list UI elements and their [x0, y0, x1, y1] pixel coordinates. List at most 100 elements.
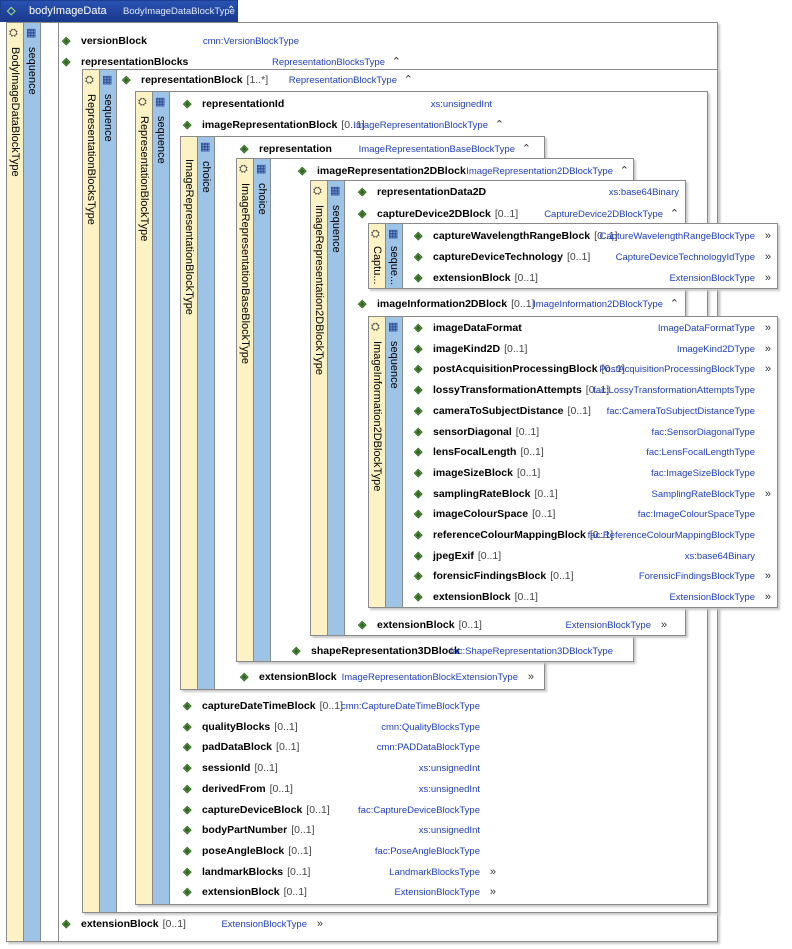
row-qualityBlocks[interactable]: ◈qualityBlocks[0..1]cmn:QualityBlocksTyp… [180, 717, 502, 738]
row-irb-extensionBlock[interactable]: ◈ extensionBlock ImageRepresentationBloc… [237, 667, 540, 688]
element-diamond-icon: ◈ [414, 384, 423, 397]
row-sessionId[interactable]: ◈sessionId[0..1]xs:unsignedInt [180, 758, 502, 779]
cd2d-type-column: ⛭ Captu... [369, 224, 386, 288]
expand-icon[interactable]: » [316, 918, 323, 930]
element-type: fac:CameraToSubjectDistanceType [606, 405, 755, 417]
element-type: fac:CaptureDeviceBlockType [358, 804, 480, 816]
row-captureDateTimeBlock[interactable]: ◈captureDateTimeBlock[0..1]cmn:CaptureDa… [180, 696, 502, 717]
element-label: forensicFindingsBlock [433, 570, 547, 583]
element-diamond-icon: ◈ [414, 508, 423, 521]
expand-icon[interactable]: » [764, 251, 771, 263]
element-type: ImageKind2DType [676, 343, 755, 355]
expand-icon[interactable]: » [764, 230, 771, 242]
row-extensionBlock[interactable]: ◈extensionBlock[0..1]ExtensionBlockType» [180, 882, 502, 903]
root-type: BodyImageDataBlockType [123, 6, 235, 17]
element-name: sensorDiagonal[0..1] [433, 422, 539, 443]
ii2d-typecol-label: ImageInformation2DBlockType [371, 341, 383, 492]
element-type: PostAcquisitionProcessingBlockType [599, 364, 755, 376]
element-card: [0..1] [319, 700, 343, 712]
expand-icon[interactable]: » [764, 322, 771, 334]
root-title-bar[interactable]: ◇ bodyImageData BodyImageDataBlockType ⌃ [0, 0, 238, 22]
element-type: fac:ImageColourSpaceType [637, 509, 755, 521]
collapse-icon[interactable]: ⌃ [619, 165, 629, 177]
row-landmarkBlocks[interactable]: ◈landmarkBlocks[0..1]LandmarkBlocksType» [180, 862, 502, 883]
element-name: referenceColourMappingBlock[0..1] [433, 525, 613, 546]
row-lossyTransformationAttempts[interactable]: ◈lossyTransformationAttempts[0..1]fac:Lo… [411, 380, 777, 401]
row-lensFocalLength[interactable]: ◈lensFocalLength[0..1]fac:LensFocalLengt… [411, 442, 777, 463]
expand-icon[interactable]: » [489, 886, 496, 899]
row-samplingRateBlock[interactable]: ◈samplingRateBlock[0..1]SamplingRateBloc… [411, 484, 777, 505]
row-extensionBlock[interactable]: ◈extensionBlock[0..1]ExtensionBlockType» [411, 587, 777, 608]
ir2d-extension-label: extensionBlock [377, 619, 455, 631]
expand-icon[interactable]: » [764, 487, 771, 500]
root-type-column: ⛭ BodyImageDataBlockType [7, 23, 24, 941]
row-captureDeviceTechnology[interactable]: ◈captureDeviceTechnology[0..1]CaptureDev… [411, 247, 777, 268]
row-captureWavelengthRangeBlock[interactable]: ◈captureWavelengthRangeBlock[0..1]Captur… [411, 226, 777, 247]
element-diamond-icon: ◈ [414, 342, 423, 355]
expand-icon[interactable]: » [489, 865, 496, 878]
representationData2D-type: xs:base64Binary [608, 187, 679, 198]
element-label: bodyPartNumber [202, 824, 288, 837]
expand-icon[interactable]: » [764, 272, 771, 284]
row-padDataBlock[interactable]: ◈padDataBlock[0..1]cmn:PADDataBlockType [180, 737, 502, 758]
row-versionBlock[interactable]: ◈ versionBlock cmn:VersionBlockType [59, 31, 299, 52]
row-representationBlock[interactable]: ◈ representationBlock[1..*] Representati… [119, 70, 419, 91]
row-representation[interactable]: ◈ representation ImageRepresentationBase… [237, 139, 537, 160]
expand-icon[interactable]: » [527, 671, 534, 683]
row-imageRepresentation2DBlock[interactable]: ◈ imageRepresentation2DBlock ImageRepres… [295, 161, 635, 182]
row-imageColourSpace[interactable]: ◈imageColourSpace[0..1]fac:ImageColourSp… [411, 504, 777, 525]
row-captureDevice2DBlock[interactable]: ◈ captureDevice2DBlock[0..1] CaptureDevi… [355, 204, 685, 225]
expand-icon[interactable]: » [660, 619, 667, 631]
representationBlocks-name: representationBlocks [81, 56, 189, 68]
row-poseAngleBlock[interactable]: ◈poseAngleBlock[0..1]fac:PoseAngleBlockT… [180, 841, 502, 862]
element-type: CaptureWavelengthRangeBlockType [599, 231, 755, 242]
row-derivedFrom[interactable]: ◈derivedFrom[0..1]xs:unsignedInt [180, 779, 502, 800]
collapse-icon[interactable]: ⌃ [391, 56, 401, 68]
expand-icon[interactable]: » [764, 570, 771, 583]
expand-icon[interactable]: » [764, 342, 771, 355]
captureDevice2DBlock-box: ⛭ Captu... ▦ seque... ◈captureWavelength… [368, 223, 778, 289]
element-name: padDataBlock[0..1] [202, 737, 299, 758]
collapse-icon[interactable]: ⌃ [521, 143, 531, 155]
collapse-icon[interactable]: ⌃ [669, 208, 679, 220]
row-representationData2D[interactable]: ◈ representationData2D xs:base64Binary [355, 182, 679, 203]
row-postAcquisitionProcessingBlock[interactable]: ◈postAcquisitionProcessingBlock[0..1]Pos… [411, 359, 777, 380]
element-name: qualityBlocks[0..1] [202, 717, 298, 738]
row-representationId[interactable]: ◈ representationId xs:unsignedInt [180, 94, 492, 115]
collapse-icon[interactable]: ⌃ [669, 298, 679, 310]
row-imageInformation2DBlock[interactable]: ◈ imageInformation2DBlock[0..1] ImageInf… [355, 294, 685, 315]
row-forensicFindingsBlock[interactable]: ◈forensicFindingsBlock[0..1]ForensicFind… [411, 566, 777, 587]
expand-icon[interactable]: » [764, 363, 771, 376]
row-extensionBlock[interactable]: ◈extensionBlock[0..1]ExtensionBlockType» [411, 268, 777, 289]
representationBlocks-type: RepresentationBlocksType [271, 57, 385, 68]
row-cameraToSubjectDistance[interactable]: ◈cameraToSubjectDistance[0..1]fac:Camera… [411, 401, 777, 422]
expand-icon[interactable]: » [764, 591, 771, 604]
root-extension-name: extensionBlock[0..1] [81, 914, 186, 935]
element-type: fac:LossyTransformationAttemptsType [593, 385, 755, 397]
collapse-icon[interactable]: ⌃ [227, 5, 236, 16]
representationId-type: xs:unsignedInt [430, 99, 492, 110]
collapse-icon[interactable]: ⌃ [494, 119, 504, 131]
row-imageRepresentationBlock[interactable]: ◈ imageRepresentationBlock[0..1] ImageRe… [180, 115, 510, 136]
row-shapeRepresentation3DBlock[interactable]: ◈ shapeRepresentation3DBlock fac:ShapeRe… [289, 641, 623, 662]
row-representationBlocks[interactable]: ◈ representationBlocks RepresentationBlo… [59, 52, 407, 73]
row-captureDeviceBlock[interactable]: ◈captureDeviceBlock[0..1]fac:CaptureDevi… [180, 800, 502, 821]
row-jpegExif[interactable]: ◈jpegExif[0..1]xs:base64Binary [411, 546, 777, 567]
row-root-extensionBlock[interactable]: ◈ extensionBlock[0..1] ExtensionBlockTyp… [59, 914, 329, 935]
element-label: cameraToSubjectDistance [433, 404, 564, 417]
row-bodyPartNumber[interactable]: ◈bodyPartNumber[0..1]xs:unsignedInt [180, 820, 502, 841]
row-imageKind2D[interactable]: ◈imageKind2D[0..1]ImageKind2DType» [411, 339, 777, 360]
element-name: imageDataFormat [433, 318, 526, 339]
element-diamond-icon: ◈ [62, 56, 71, 68]
element-card: [0..1] [567, 404, 591, 417]
repblock-type-column: ⛭ RepresentationBlockType [136, 92, 153, 904]
collapse-icon[interactable]: ⌃ [403, 74, 413, 86]
row-imageSizeBlock[interactable]: ◈imageSizeBlock[0..1]fac:ImageSizeBlockT… [411, 463, 777, 484]
attribute-icon: ⛭ [371, 321, 380, 333]
row-sensorDiagonal[interactable]: ◈sensorDiagonal[0..1]fac:SensorDiagonalT… [411, 422, 777, 443]
row-ir2d-extensionBlock[interactable]: ◈ extensionBlock[0..1] ExtensionBlockTyp… [355, 615, 673, 636]
element-diamond-icon: ◈ [183, 700, 192, 712]
row-referenceColourMappingBlock[interactable]: ◈referenceColourMappingBlock[0..1]fac:Re… [411, 525, 777, 546]
representationId-name: representationId [202, 98, 285, 110]
